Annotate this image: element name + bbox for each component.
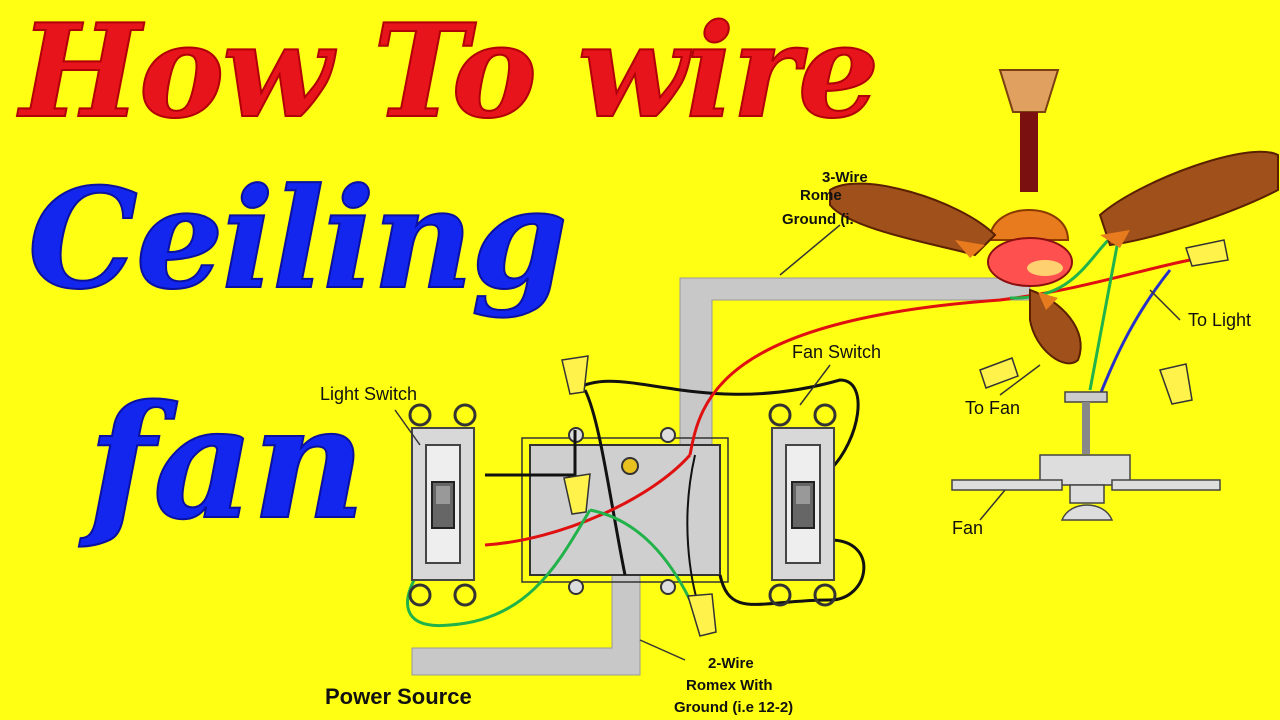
title-line-1: How To wire — [19, 0, 880, 147]
fan-mount-icon — [951, 391, 1221, 521]
light-switch-label: Light Switch — [320, 384, 417, 404]
ceiling-fan-icon — [829, 69, 1279, 365]
to-light-label: To Light — [1188, 310, 1251, 330]
leader-lines — [394, 224, 1181, 661]
ground-screw-icon — [621, 457, 639, 475]
wire-nut-icon — [1185, 239, 1229, 267]
light-switch — [408, 403, 477, 607]
wire-nut-icon — [687, 593, 717, 637]
wire-nut-icon — [979, 357, 1019, 389]
wire-nut-icon — [561, 355, 589, 395]
wire-nut-icon — [563, 473, 591, 515]
three-wire-label-2: Rome — [800, 187, 842, 204]
three-wire-label-3: Ground (i. — [782, 211, 854, 228]
two-wire-label-2: Romex With — [686, 677, 773, 694]
three-wire-label-1: 3-Wire — [822, 169, 868, 186]
fan-switch-label: Fan Switch — [792, 342, 881, 362]
two-wire-label-3: Ground (i.e 12-2) — [674, 699, 793, 716]
fan-label: Fan — [952, 518, 983, 538]
power-source-label: Power Source — [325, 684, 472, 709]
title-line-3: fan — [87, 371, 367, 554]
wire-nuts — [561, 239, 1229, 637]
two-wire-label-1: 2-Wire — [708, 655, 754, 672]
title-line-2: Ceiling — [27, 157, 569, 320]
to-fan-label: To Fan — [965, 398, 1020, 418]
wire-nut-icon — [1159, 363, 1193, 405]
fan-switch — [768, 403, 837, 607]
